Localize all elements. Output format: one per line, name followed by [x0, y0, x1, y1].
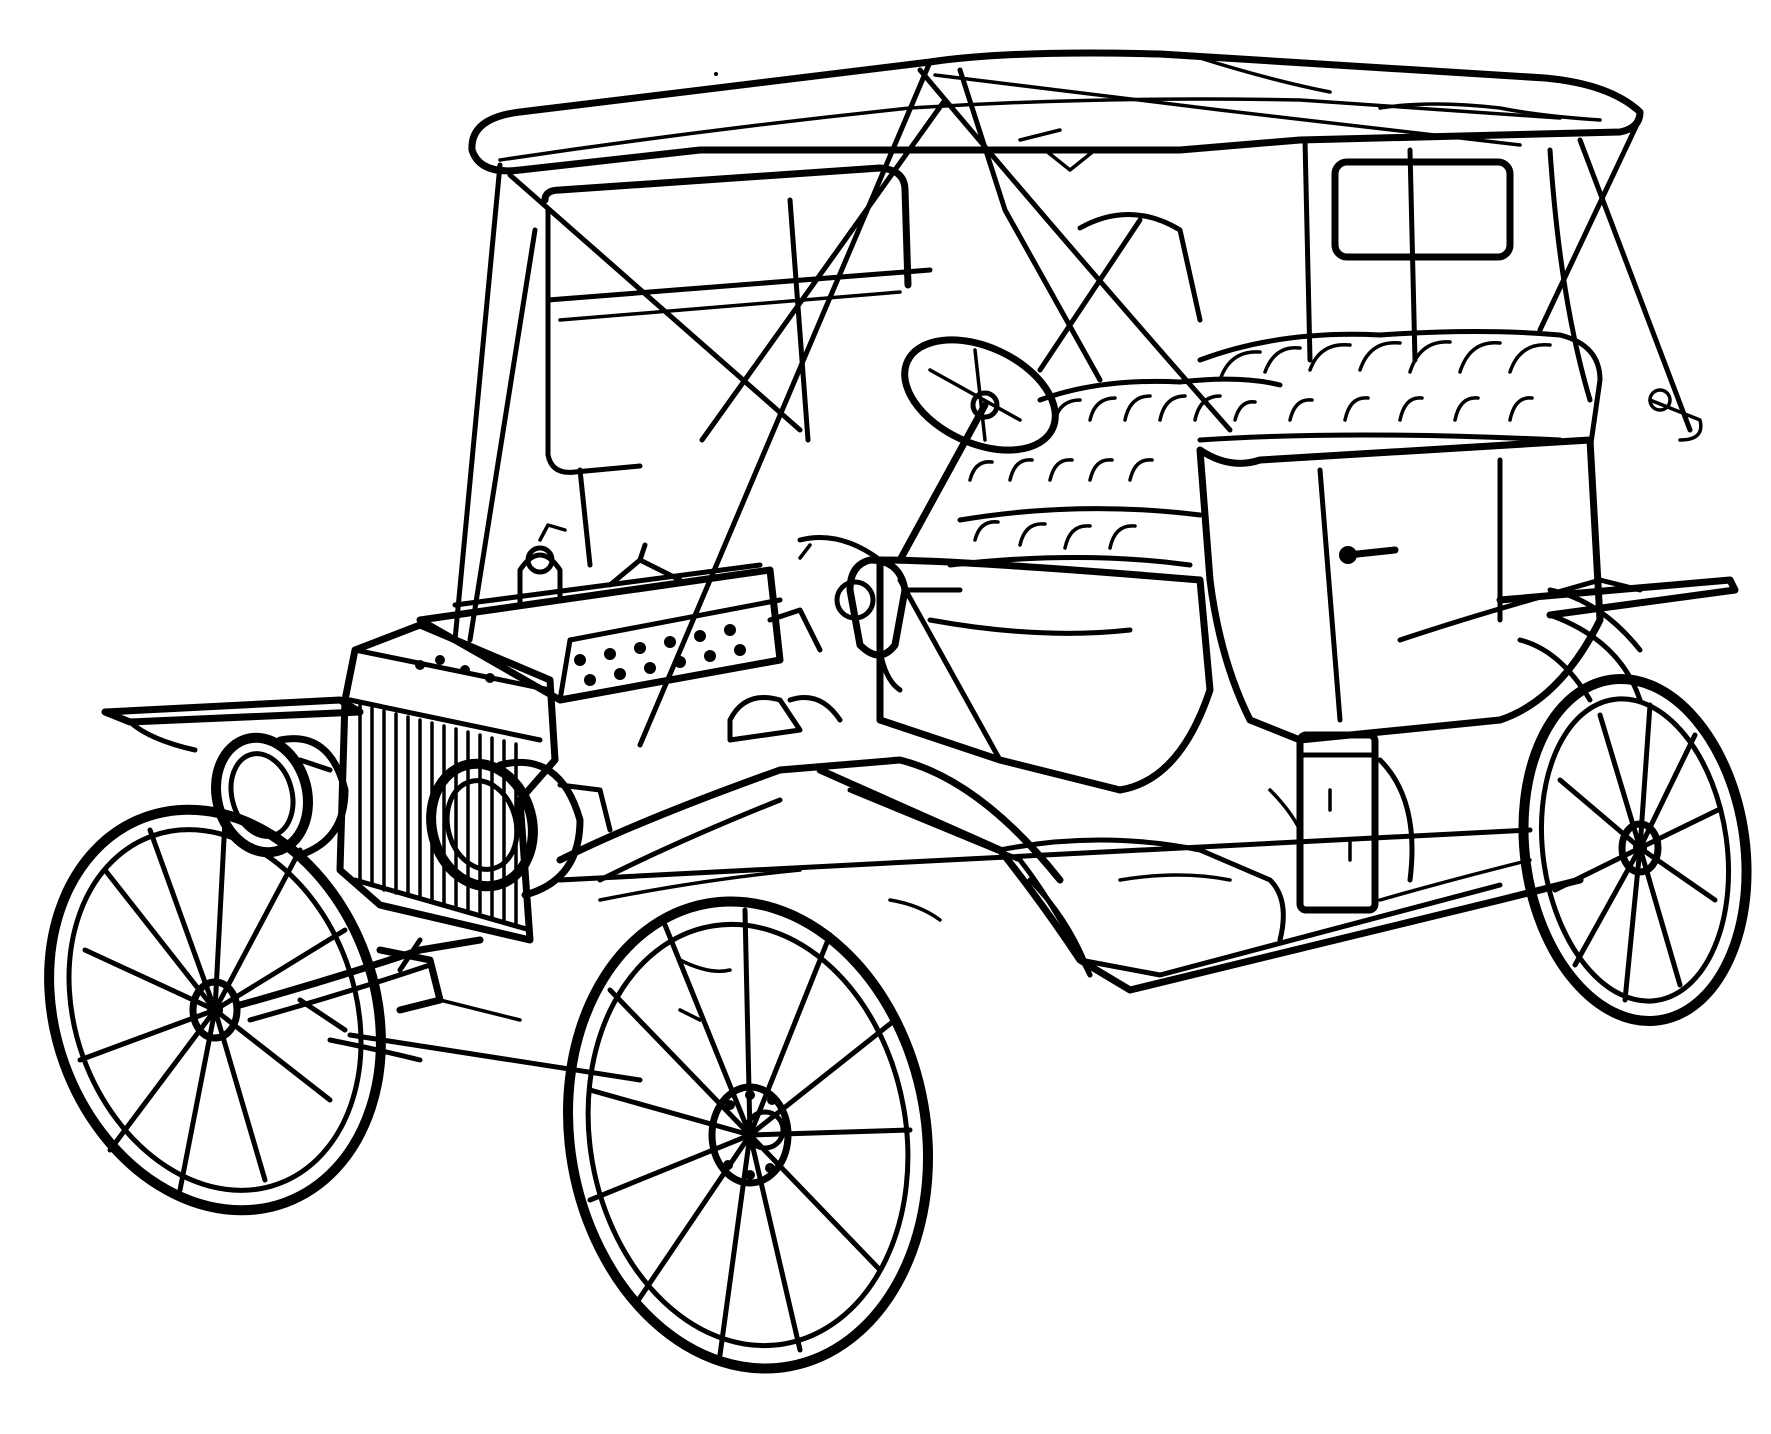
- ink-speck: [714, 72, 718, 76]
- headlamp-left: [211, 732, 349, 859]
- wheel-rear-spokes: [1552, 702, 1721, 1003]
- windshield-frame: [541, 164, 933, 568]
- headlamp-right: [426, 758, 613, 899]
- tool-box: [1268, 731, 1415, 914]
- steering-wheel: [896, 336, 1059, 564]
- rear-seat: [1197, 329, 1603, 453]
- firewall-parts: [727, 607, 843, 743]
- rear-window: [1331, 158, 1514, 261]
- wheel-front-left: [44, 804, 386, 1216]
- rear-quarter: [1077, 212, 1703, 442]
- wheel-front-left-spokes: [77, 817, 348, 1193]
- convertible-top: [468, 49, 1644, 175]
- hood: [416, 523, 812, 704]
- wheel-rear: [1518, 673, 1752, 1027]
- front-axle: [236, 936, 643, 1083]
- hood-louvers: [574, 624, 746, 686]
- side-lamp: [834, 556, 963, 693]
- chassis-frame: [557, 827, 1533, 1022]
- car-body: [797, 436, 1643, 794]
- wheel-front-right: [563, 896, 933, 1374]
